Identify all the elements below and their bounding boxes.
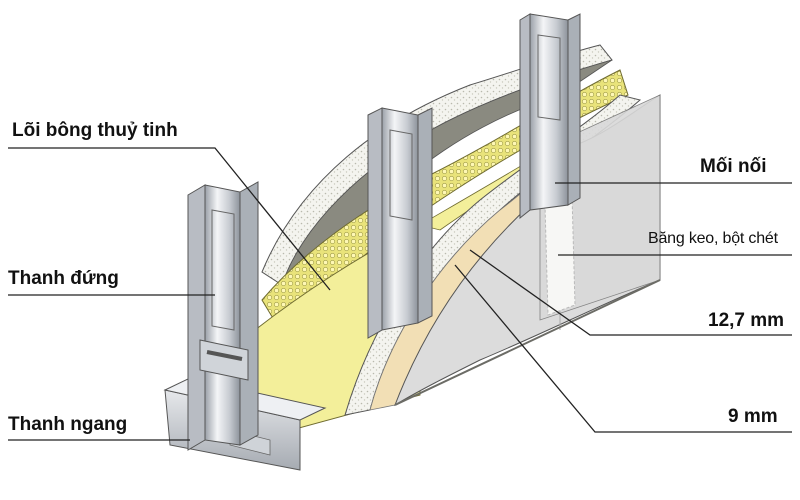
leader-12-7mm bbox=[469, 249, 792, 336]
leader-lines bbox=[8, 147, 792, 441]
leader-glass-wool bbox=[8, 147, 331, 291]
label-board-12-7mm: 12,7 mm bbox=[708, 310, 785, 331]
label-horizontal-track: Thanh ngang bbox=[8, 414, 128, 435]
vertical-stud-left bbox=[187, 181, 259, 451]
label-vertical-stud: Thanh đứng bbox=[8, 268, 119, 289]
leader-9mm bbox=[454, 264, 792, 433]
label-joint: Mối nối bbox=[700, 156, 767, 177]
vertical-stud-right bbox=[519, 13, 581, 220]
label-tape-compound: Băng keo, bột chét bbox=[648, 230, 778, 247]
label-glass-wool-core: Lõi bông thuỷ tinh bbox=[12, 120, 178, 141]
vertical-stud-middle bbox=[367, 107, 433, 339]
label-board-9mm: 9 mm bbox=[728, 406, 778, 427]
